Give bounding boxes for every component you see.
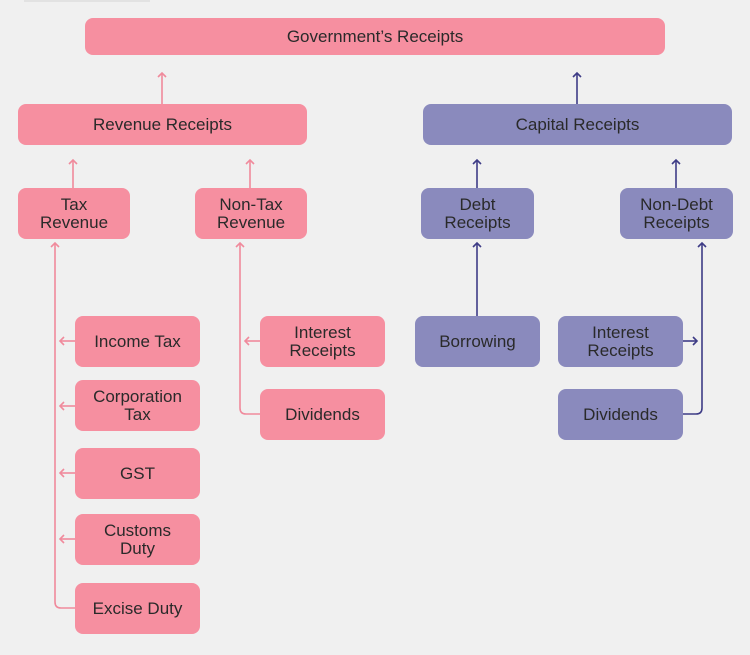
dividends-nondebt-node: Dividends (558, 389, 683, 440)
income-tax-node: Income Tax (75, 316, 200, 367)
governments-receipts-node: Government’s Receipts (85, 18, 665, 55)
debt-receipts-node: Debt Receipts (421, 188, 534, 239)
revenue-receipts-node: Revenue Receipts (18, 104, 307, 145)
corporation-tax-node: Corporation Tax (75, 380, 200, 431)
capital-receipts-node: Capital Receipts (423, 104, 732, 145)
interest-receipts-nontax-node: Interest Receipts (260, 316, 385, 367)
nondebt-items-bracket (682, 241, 707, 415)
nontax-items-bracket (235, 241, 260, 415)
non-debt-receipts-node: Non-Debt Receipts (620, 188, 733, 239)
top-edge-bar (24, 0, 150, 2)
tax-items-bracket (50, 241, 75, 609)
borrowing-node: Borrowing (415, 316, 540, 367)
excise-duty-node: Excise Duty (75, 583, 200, 634)
non-tax-revenue-node: Non-Tax Revenue (195, 188, 307, 239)
gst-node: GST (75, 448, 200, 499)
interest-receipts-nondebt-node: Interest Receipts (558, 316, 683, 367)
dividends-nontax-node: Dividends (260, 389, 385, 440)
customs-duty-node: Customs Duty (75, 514, 200, 565)
tax-revenue-node: Tax Revenue (18, 188, 130, 239)
